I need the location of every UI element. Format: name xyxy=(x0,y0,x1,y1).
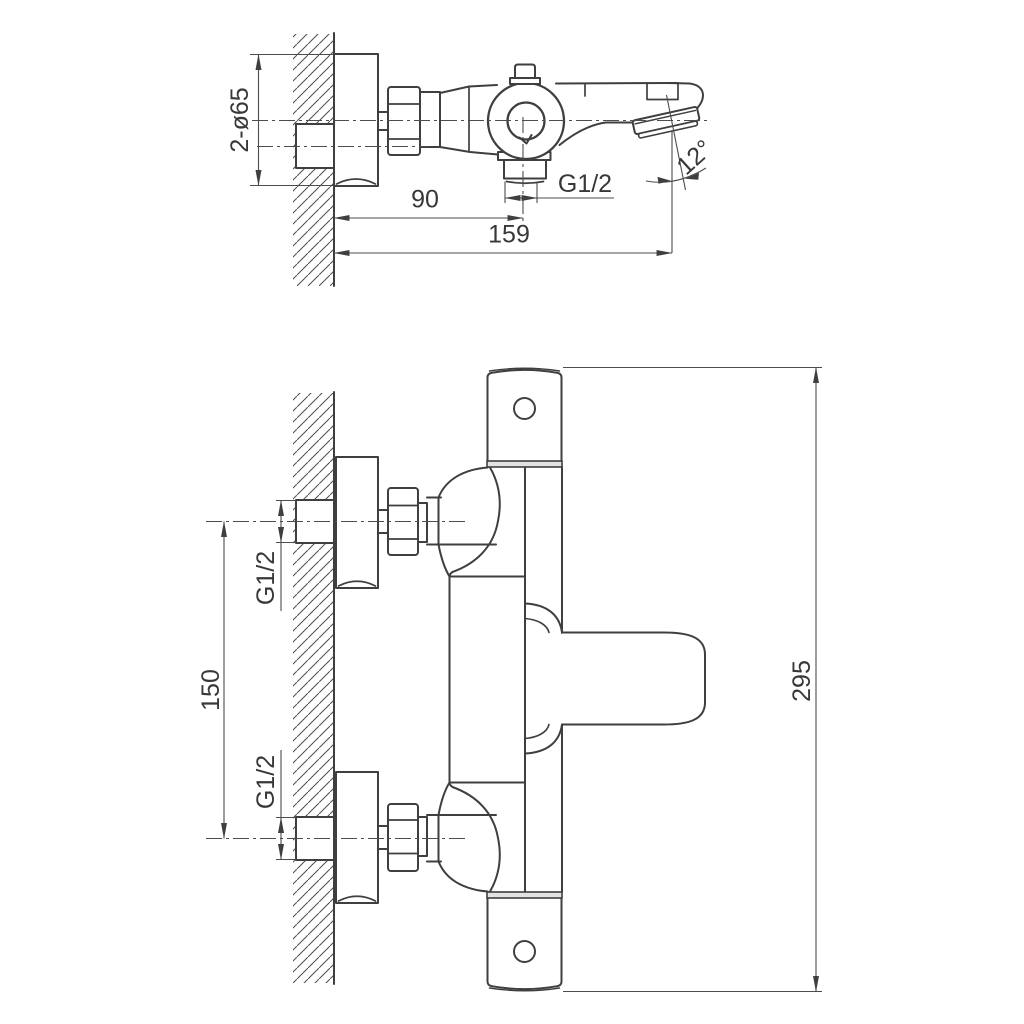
cartridge-housing xyxy=(448,575,526,784)
extension-lines xyxy=(563,366,822,993)
centerlines-side xyxy=(252,117,707,222)
spout-aerator xyxy=(631,106,701,139)
lower-rosette xyxy=(335,771,379,904)
dim-overall-length: 295 xyxy=(563,366,822,993)
dim-wall-to-outlet: 90 xyxy=(333,186,524,221)
spout-front xyxy=(524,602,706,755)
spout-bottom-fillet xyxy=(524,723,563,755)
body-bottom-left-edge xyxy=(439,146,499,156)
lower-handle xyxy=(486,891,563,992)
wall-to-outlet-label: 90 xyxy=(411,186,439,214)
side-view: 12° 2-ø65 90 159 G1/2 xyxy=(226,32,718,287)
lower-ball-bottom-fillet xyxy=(437,860,489,893)
knob-pointer-notch xyxy=(518,134,533,145)
dim-inlet-spacing: 150 xyxy=(197,520,227,840)
overall-length-label: 295 xyxy=(788,660,816,702)
upper-handle xyxy=(486,367,563,468)
body-bottom-right-edge xyxy=(558,121,635,146)
diverter-button xyxy=(514,63,536,78)
upper-ball-top-fillet xyxy=(437,466,489,499)
wall-front xyxy=(293,391,335,985)
upper-ball-bottom-fillet xyxy=(437,543,451,578)
rosette-diameter-label: 2-ø65 xyxy=(226,87,254,152)
extension-lines xyxy=(504,181,538,203)
inlet-spacing-label: 150 xyxy=(197,669,225,711)
upper-ball-bulge xyxy=(448,466,501,578)
lower-handle-ring xyxy=(486,891,563,899)
tilted-reference-line xyxy=(665,94,687,191)
dim-wall-to-spout: 159 xyxy=(333,221,673,256)
upper-rosette xyxy=(335,456,379,589)
wall-rosette-bottom-arc xyxy=(335,178,377,185)
spout-top-fillet-inner xyxy=(524,617,550,634)
front-view: 150 G1/2 G1/2 295 xyxy=(197,366,822,993)
body-top-right-edge xyxy=(555,82,679,85)
wall-hatching xyxy=(293,393,334,983)
lower-collar xyxy=(377,825,389,850)
outlet-thread-label: G1/2 xyxy=(558,170,612,198)
lower-ball-bulge xyxy=(448,781,501,893)
dim-rosette-diameter: 2-ø65 xyxy=(226,53,334,187)
upper-rosette-bottom-arc xyxy=(337,580,377,587)
control-knob-side xyxy=(486,63,566,161)
upper-handle-cap-arc xyxy=(488,367,561,372)
aerator-rim-line xyxy=(634,109,697,125)
shower-outlet-bottom-arc xyxy=(505,180,545,185)
shower-outlet-thread xyxy=(503,159,547,180)
upper-body-collar xyxy=(417,502,428,543)
body-collar xyxy=(419,91,441,148)
centerlines-front xyxy=(206,520,466,840)
angle-arc xyxy=(645,167,707,183)
lower-handle-hole xyxy=(513,940,536,963)
dim-inlet-thread-lower: G1/2 xyxy=(252,750,296,861)
spout-angle-label: 12° xyxy=(671,135,718,181)
upper-handle-hole xyxy=(513,397,536,420)
lower-inlet-connection xyxy=(377,781,501,893)
spout-panel xyxy=(646,82,679,101)
angle-arrow-left xyxy=(657,176,671,184)
upper-inlet-thread-label: G1/2 xyxy=(252,551,280,605)
wall-to-spout-label: 159 xyxy=(488,221,530,249)
lower-nut xyxy=(387,803,419,872)
spout-body xyxy=(562,631,706,726)
lower-inlet-thread-label: G1/2 xyxy=(252,755,280,809)
angle-arrow-right xyxy=(685,172,699,180)
dim-outlet-thread: G1/2 xyxy=(504,170,614,203)
upper-nut-facets xyxy=(387,504,419,540)
lower-nut-facets xyxy=(387,819,419,855)
upper-handle-ring xyxy=(486,460,563,468)
lower-ball-top-fillet xyxy=(437,781,451,816)
aerator-lip xyxy=(637,120,699,139)
dim-inlet-thread-upper: G1/2 xyxy=(252,499,296,611)
spout-top-fillet xyxy=(524,602,563,634)
lower-handle-cap-arc xyxy=(488,987,561,992)
mixer-body-front xyxy=(448,466,563,893)
diverter-button-flange xyxy=(509,77,541,85)
spout-bottom-fillet-inner xyxy=(524,723,550,740)
lower-rosette-bottom-arc xyxy=(337,895,377,902)
union-nut-facets xyxy=(387,103,421,140)
extension-lines xyxy=(250,53,334,187)
lower-body-collar xyxy=(417,816,428,857)
spout-nose xyxy=(667,82,704,110)
